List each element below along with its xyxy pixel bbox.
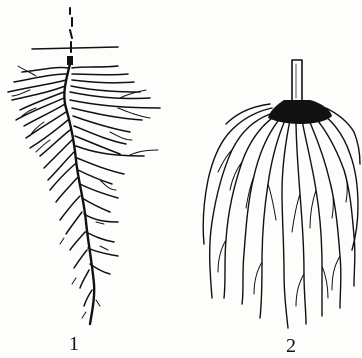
taproot-icon [8,8,160,324]
fibrous-roots [203,104,360,328]
stem [292,60,302,100]
panel-label-1: 1 [69,334,79,354]
panel-label-2: 2 [286,336,296,356]
lateral-roots-right [70,66,160,274]
fibrous-root-icon [203,60,360,328]
ground-line [32,47,118,49]
stem-tip [70,8,72,52]
